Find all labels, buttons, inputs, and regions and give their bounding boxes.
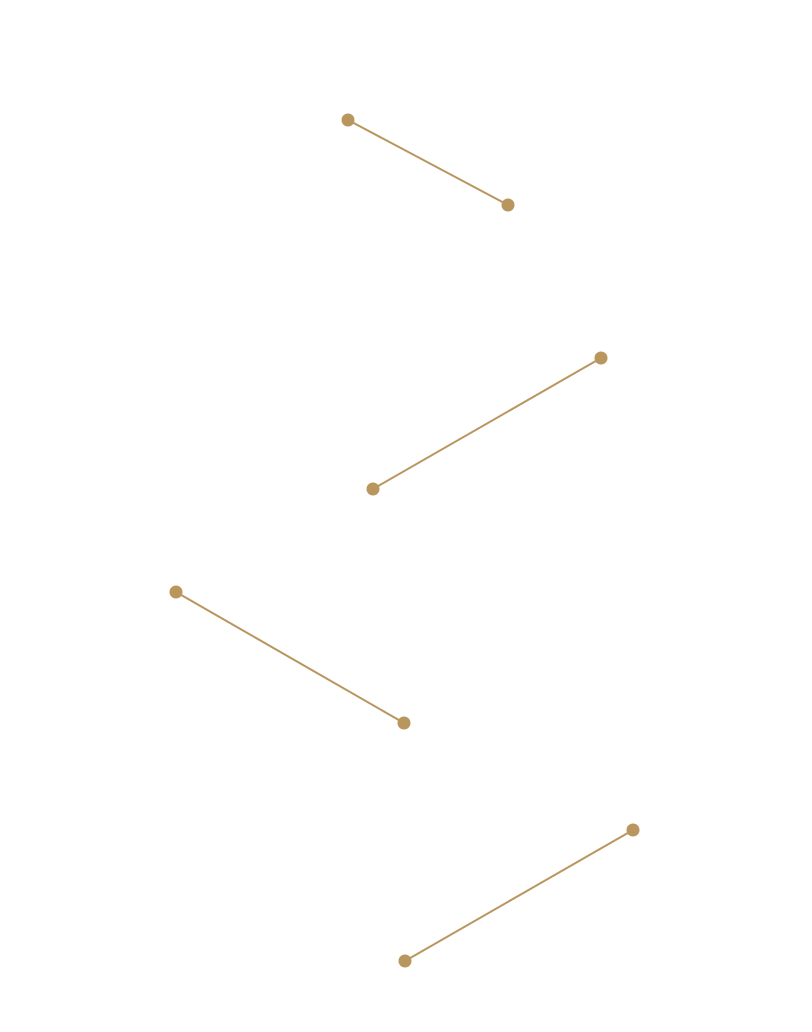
segment-1-start-node [341,113,355,127]
segment-1 [341,113,515,212]
segment-2-line [372,357,602,490]
segment-2 [366,351,608,496]
segment-3-end-node [397,716,411,730]
segment-4-end-node [398,954,412,968]
segment-2-start-node [594,351,608,365]
segment-2-end-node [366,482,380,496]
segment-3-line [175,591,405,724]
segment-4 [398,823,640,968]
segment-3-start-node [169,585,183,599]
segment-1-line [347,119,509,206]
segment-1-end-node [501,198,515,212]
segment-4-start-node [626,823,640,837]
segment-4-line [404,829,634,962]
segment-3 [169,585,411,730]
